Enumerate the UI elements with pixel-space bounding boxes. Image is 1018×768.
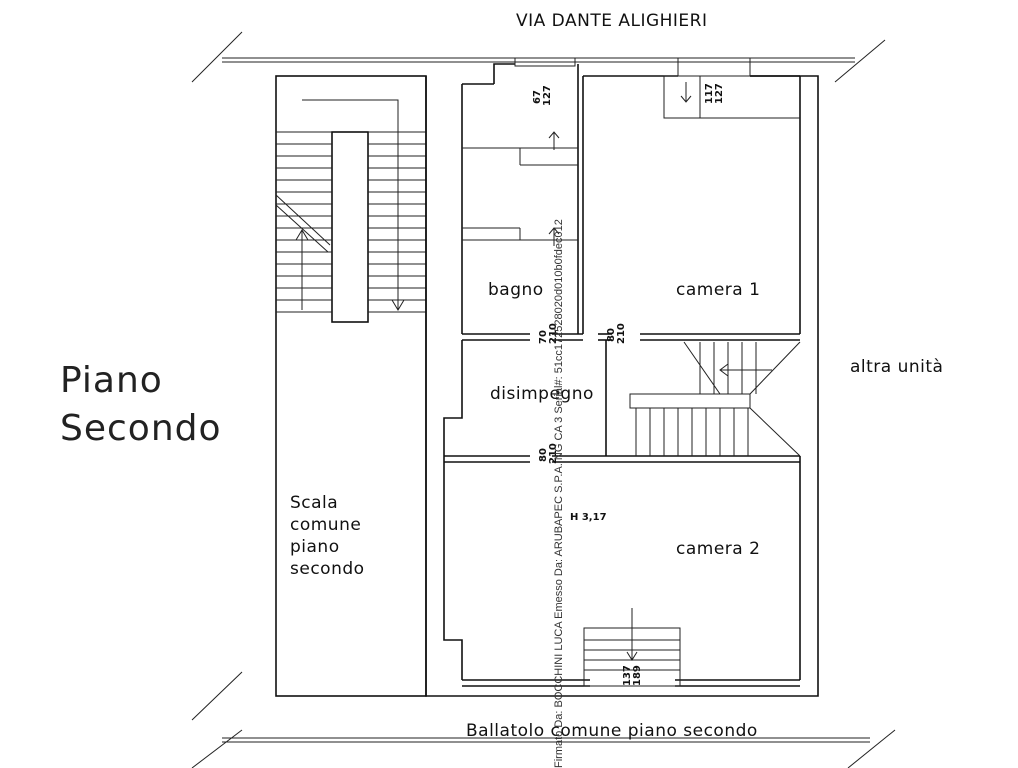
stair-treads-left — [276, 131, 426, 313]
room-label-disimpegno: disimpegno — [490, 384, 594, 404]
stair-label-line1: Scala — [290, 493, 338, 513]
dim-door-camera1-a: 80 — [606, 328, 617, 342]
stair-label-line4: secondo — [290, 559, 365, 579]
street-name: VIA DANTE ALIGHIERI — [516, 11, 708, 31]
dim-window-top-right-b: 127 — [714, 83, 725, 104]
room-label-camera-2: camera 2 — [676, 539, 760, 559]
common-staircase — [275, 75, 427, 697]
room-label-bagno: bagno — [488, 280, 544, 300]
dim-door-bagno-b: 210 — [548, 323, 559, 344]
signature-watermark: Firmato Da: BOCCHINI LUCA Emesso Da: ARU… — [553, 219, 565, 768]
dim-door-bagno-a: 70 — [538, 330, 549, 344]
dim-window-top-right-a: 117 — [704, 83, 715, 104]
apartment-walls — [425, 57, 819, 697]
dim-door-camera2-a: 80 — [538, 448, 549, 462]
window-arrows — [548, 82, 692, 661]
street-lines-bottom — [191, 671, 896, 768]
height-note: H 3,17 — [570, 512, 607, 523]
dim-window-bottom-a: 137 — [622, 665, 633, 686]
balcony-label: Ballatolo comune piano secondo — [466, 721, 758, 741]
street-lines-top — [191, 31, 886, 83]
room-label-camera-1: camera 1 — [676, 280, 760, 300]
internal-staircase — [629, 341, 801, 457]
stair-label-line3: piano — [290, 537, 340, 557]
dim-door-camera2-b: 210 — [548, 443, 559, 464]
dim-door-camera1-b: 210 — [616, 323, 627, 344]
room-label-altra-unita: altra unità — [850, 357, 943, 377]
dim-window-top-left-a: 67 — [532, 90, 543, 104]
dim-window-top-left-b: 127 — [542, 85, 553, 106]
stair-label-line2: comune — [290, 515, 361, 535]
floor-title-line1: Piano — [60, 360, 163, 401]
floor-title-line2: Secondo — [60, 408, 222, 449]
stair-treads-internal — [635, 342, 757, 456]
dim-window-bottom-b: 189 — [632, 665, 643, 686]
